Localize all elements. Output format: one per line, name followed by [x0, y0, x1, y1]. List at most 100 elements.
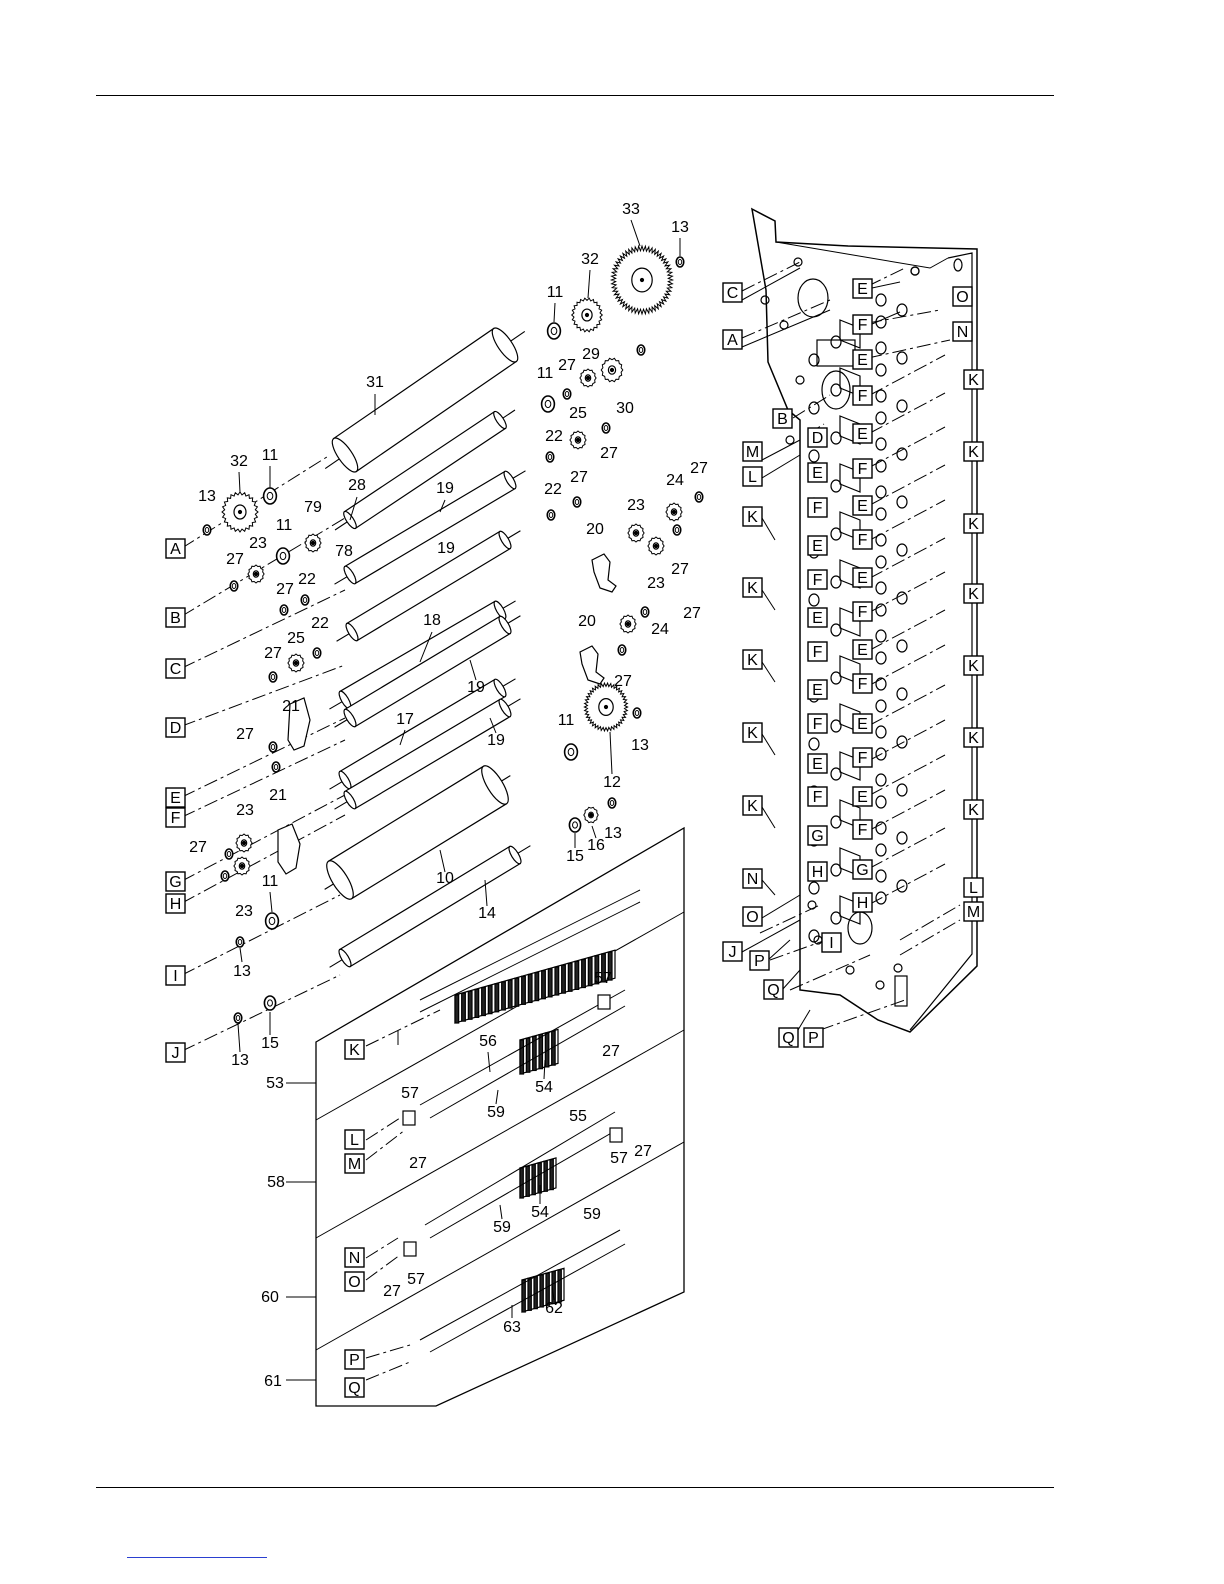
connector-letter: K [968, 444, 979, 461]
connector-box-p: P [344, 1349, 365, 1370]
axis-line [789, 954, 871, 991]
part-number-label: 60 [261, 1289, 279, 1306]
leader-line [761, 733, 776, 756]
leader-line [797, 1009, 811, 1031]
bushing-inner [266, 491, 274, 501]
connector-frame [807, 427, 828, 448]
connector-frame [803, 1027, 824, 1048]
connector-box-m: M [742, 441, 763, 462]
part-number-label: 58 [267, 1174, 285, 1191]
ring-inner [619, 647, 625, 653]
ring-outer [268, 741, 278, 753]
gear-24-top [665, 502, 683, 522]
connector-box-f: F [165, 807, 186, 828]
ring-inner [609, 800, 615, 806]
comb-assembly-k [454, 949, 616, 1024]
part-number-label: 27 [236, 726, 254, 743]
ring-inner [634, 710, 640, 716]
connector-letter: K [968, 372, 979, 389]
part-number-label: 11 [262, 873, 279, 890]
ring-inner [574, 499, 580, 505]
connector-frame [952, 286, 973, 307]
leader-line [239, 947, 243, 963]
connector-frame [807, 607, 828, 628]
comb-tooth [549, 1158, 554, 1191]
axis-line [181, 517, 346, 617]
roller-body [334, 470, 526, 585]
connector-letter: H [857, 895, 869, 912]
connector-frame [344, 1129, 365, 1150]
frame-hole [896, 351, 908, 365]
part-number-label: 27 [276, 581, 294, 598]
connector-box-e: E [165, 787, 186, 808]
connector-box-e: E [852, 567, 873, 588]
connector-box-l: L [963, 877, 984, 898]
connector-frame [852, 314, 873, 335]
comb-tooth [467, 990, 473, 1020]
roller-end [503, 470, 517, 490]
connector-letter: Q [767, 982, 779, 999]
leader-line [315, 911, 685, 1121]
roller-end [498, 530, 512, 550]
connector-box-q: Q [763, 979, 784, 1000]
connector-letter: K [968, 658, 979, 675]
part-number-label: 53 [266, 1075, 284, 1092]
leader-line [439, 499, 446, 513]
connector-frame [963, 513, 984, 534]
ring-inner [222, 873, 228, 879]
connector-frame [963, 901, 984, 922]
connector-box-e: E [807, 535, 828, 556]
roller-end [493, 678, 507, 698]
axis-line [869, 827, 946, 869]
part-number-label: 27 [671, 561, 689, 578]
connector-box-l: L [344, 1129, 365, 1150]
comb-tooth [534, 971, 540, 1002]
connector-letter: K [968, 586, 979, 603]
ring-inner [314, 650, 320, 656]
e-ring [220, 870, 230, 882]
ring-outer [220, 870, 230, 882]
connector-box-k: K [742, 795, 763, 816]
connector-frame [165, 807, 186, 828]
roller-body [324, 327, 526, 473]
connector-letter: B [777, 411, 788, 428]
ring-outer [312, 647, 322, 659]
gear-bore [671, 509, 677, 515]
roller-end [331, 437, 359, 473]
connector-frame [852, 385, 873, 406]
connector-box-e: E [852, 495, 873, 516]
comb-tooth [514, 977, 520, 1007]
part-number-label: 20 [578, 613, 596, 630]
connector-frame [344, 1039, 365, 1060]
connector-letter: I [173, 968, 177, 985]
part-number-label: 13 [231, 1052, 249, 1069]
leader-line [237, 1023, 241, 1053]
gear-bore [588, 812, 594, 818]
gear-bore [241, 840, 247, 846]
bracket-21-lower [277, 823, 301, 875]
connector-box-i: I [821, 932, 842, 953]
frame-hole [896, 447, 908, 461]
roller-end [481, 765, 509, 805]
frame-hole [875, 485, 887, 499]
gear-12 [583, 681, 629, 733]
connector-frame [852, 567, 873, 588]
roller-sleeve-62 [521, 1267, 565, 1313]
gear-bore [625, 621, 631, 627]
connector-frame [742, 722, 763, 743]
comb-tooth [501, 981, 506, 1011]
part-number-label: 19 [487, 732, 505, 749]
part-number-label: 23 [236, 802, 254, 819]
connector-frame [344, 1349, 365, 1370]
leader-line [484, 879, 488, 907]
part-number-label: 54 [535, 1079, 553, 1096]
frame-hole [896, 687, 908, 701]
connector-frame [722, 282, 743, 303]
frame-hole [896, 831, 908, 845]
roller-end [343, 708, 357, 728]
leader-line [419, 889, 641, 1001]
comb-tooth [574, 960, 580, 991]
spacer-57 [597, 994, 611, 1010]
bushing-11-d [275, 547, 291, 565]
connector-frame [807, 713, 828, 734]
